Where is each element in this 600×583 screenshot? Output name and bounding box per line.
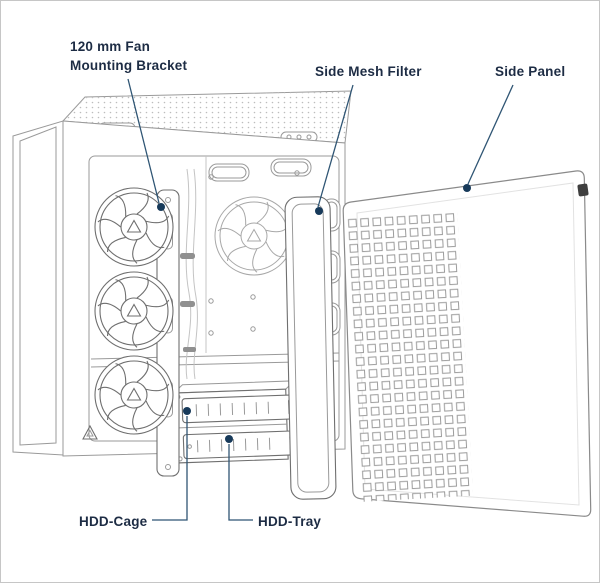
rear-exhaust-fan — [214, 196, 294, 276]
leader-hdd-cage — [152, 416, 188, 521]
cable-bundle — [180, 168, 198, 380]
label-fan-mounting-bracket-line2: Mounting Bracket — [70, 58, 188, 73]
leader-fan-bracket — [127, 78, 160, 204]
callout-dot-hdd-tray — [225, 435, 233, 443]
mesh-hole-pattern — [347, 210, 474, 502]
callouts — [127, 78, 514, 521]
callout-dot-side-panel — [463, 184, 471, 192]
label-hdd-cage: HDD-Cage — [79, 514, 148, 529]
fan-2 — [94, 271, 174, 351]
leader-hdd-tray — [228, 444, 253, 521]
hdd-assembly — [172, 380, 299, 464]
cable-cutout-top-2 — [270, 158, 312, 177]
fan-1 — [94, 187, 174, 267]
callout-dot-fan-bracket — [157, 203, 165, 211]
leader-side-panel — [467, 84, 514, 185]
panel-latch — [577, 183, 589, 197]
callout-dot-side-mesh-filter — [315, 207, 323, 215]
label-hdd-tray: HDD-Tray — [258, 514, 322, 529]
hdd-tray-1 — [181, 394, 298, 424]
label-fan-mounting-bracket-line1: 120 mm Fan — [70, 39, 151, 54]
side-mesh-filter — [284, 196, 337, 500]
label-side-panel: Side Panel — [495, 64, 566, 79]
cable-strap — [183, 347, 196, 352]
top-panel — [61, 90, 352, 144]
brand-triangle-logo — [82, 424, 98, 440]
label-side-mesh-filter: Side Mesh Filter — [315, 64, 422, 79]
cable-cutout-top-1 — [208, 163, 250, 182]
cable-strap — [180, 301, 195, 307]
cable-strap — [180, 253, 195, 259]
front-panel — [12, 120, 64, 456]
side-panel — [342, 170, 592, 517]
hdd-tray-2 — [182, 430, 299, 460]
leader-side-mesh-filter — [317, 84, 354, 208]
callout-dot-hdd-cage — [183, 407, 191, 415]
fan-3 — [94, 355, 174, 435]
label-fan-mounting-bracket: 120 mm Fan Mounting Bracket — [70, 37, 187, 75]
